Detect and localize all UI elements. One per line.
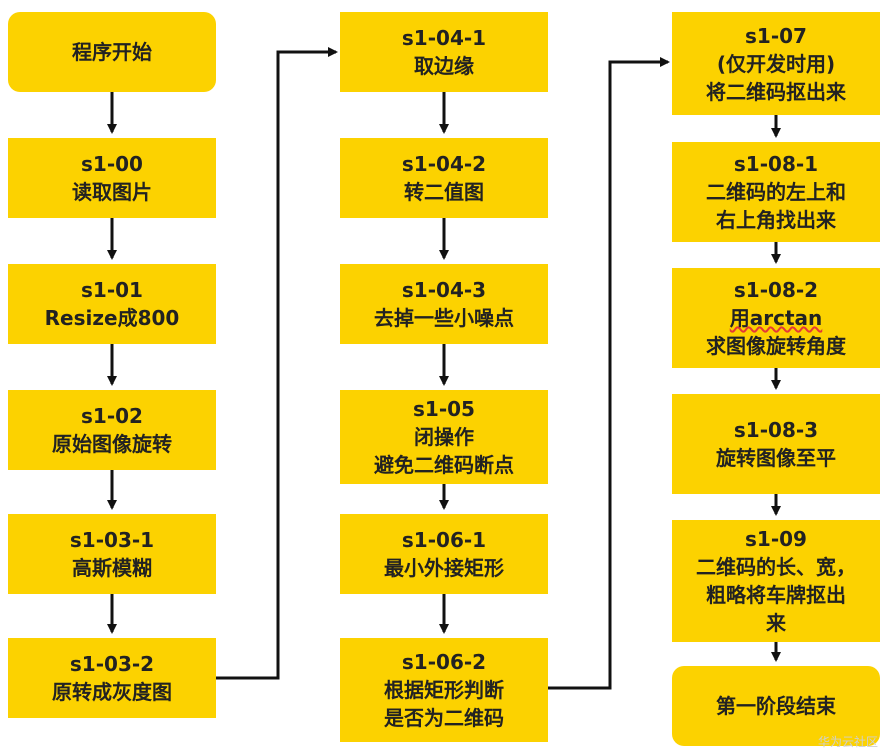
node-end-line-1: 第一阶段结束 <box>716 694 836 718</box>
node-s1-08-2: s1-08-2 用arctan 求图像旋转角度 <box>672 268 880 368</box>
node-s1-04-2-id: s1-04-2 <box>401 152 487 176</box>
node-s1-08-2-id: s1-08-2 <box>733 278 819 302</box>
node-s1-04-1-id: s1-04-1 <box>401 26 487 50</box>
node-s1-00-id: s1-00 <box>81 152 143 176</box>
node-s1-07-id: s1-07 <box>745 23 807 48</box>
node-start-line-1: 程序开始 <box>72 40 152 64</box>
node-s1-01: s1-01 Resize成800 <box>8 264 216 344</box>
node-s1-04-2-text: 转二值图 <box>404 180 484 204</box>
node-s1-02-text: 原始图像旋转 <box>52 432 172 456</box>
arrow-s1-03-2-to-s1-04-1 <box>216 47 338 680</box>
node-s1-06-2-id: s1-06-2 <box>401 650 487 674</box>
node-s1-08-2-text-2: 求图像旋转角度 <box>706 334 846 358</box>
node-s1-06-1-text: 最小外接矩形 <box>384 556 504 580</box>
node-s1-03-2: s1-03-2 原转成灰度图 <box>8 638 216 718</box>
node-s1-05-id: s1-05 <box>413 397 475 421</box>
node-s1-03-1-text: 高斯模糊 <box>72 556 152 580</box>
node-s1-06-2: s1-06-2 根据矩形判断 是否为二维码 <box>340 638 548 742</box>
arrow-s1-06-2-to-s1-07 <box>548 57 670 690</box>
node-s1-02-id: s1-02 <box>81 404 143 428</box>
node-s1-09-text-3: 来 <box>766 611 786 635</box>
node-s1-04-2: s1-04-2 转二值图 <box>340 138 548 218</box>
node-s1-04-1-text: 取边缘 <box>414 54 474 78</box>
node-s1-08-1-text-1: 二维码的左上和 <box>706 180 846 204</box>
node-s1-00-text: 读取图片 <box>72 180 152 204</box>
node-s1-04-3-id: s1-04-3 <box>401 278 487 302</box>
node-s1-09-text-2: 粗略将车牌抠出 <box>706 583 846 607</box>
node-s1-07-text-2: 将二维码抠出来 <box>706 79 846 104</box>
node-s1-04-1: s1-04-1 取边缘 <box>340 12 548 92</box>
node-s1-07: s1-07 (仅开发时用) 将二维码抠出来 <box>672 12 880 115</box>
node-s1-05-text-1: 闭操作 <box>414 425 474 449</box>
node-s1-08-1-id: s1-08-1 <box>733 152 819 176</box>
node-s1-01-text: Resize成800 <box>44 306 180 330</box>
node-s1-09: s1-09 二维码的长、宽， 粗略将车牌抠出 来 <box>672 520 880 642</box>
node-s1-08-1-text-2: 右上角找出来 <box>716 208 836 232</box>
node-s1-07-text-1: (仅开发时用) <box>716 51 836 76</box>
node-end: 第一阶段结束 <box>672 666 880 746</box>
node-s1-06-2-text-1: 根据矩形判断 <box>384 678 504 702</box>
node-s1-06-1-id: s1-06-1 <box>401 528 487 552</box>
node-s1-05: s1-05 闭操作 避免二维码断点 <box>340 390 548 484</box>
node-s1-08-2-text-1: 用arctan <box>729 306 823 330</box>
node-s1-09-text-1: 二维码的长、宽， <box>696 555 856 579</box>
node-s1-08-1: s1-08-1 二维码的左上和 右上角找出来 <box>672 142 880 242</box>
node-s1-08-3: s1-08-3 旋转图像至平 <box>672 394 880 494</box>
node-s1-06-2-text-2: 是否为二维码 <box>384 706 504 730</box>
node-s1-09-id: s1-09 <box>745 527 807 551</box>
watermark: 华为云社区 <box>817 735 878 749</box>
node-s1-06-1: s1-06-1 最小外接矩形 <box>340 514 548 594</box>
node-s1-05-text-2: 避免二维码断点 <box>374 453 514 477</box>
node-s1-03-1: s1-03-1 高斯模糊 <box>8 514 216 594</box>
node-s1-04-3: s1-04-3 去掉一些小噪点 <box>340 264 548 344</box>
node-s1-00: s1-00 读取图片 <box>8 138 216 218</box>
node-s1-03-2-text: 原转成灰度图 <box>52 680 172 704</box>
node-s1-04-3-text: 去掉一些小噪点 <box>374 306 514 330</box>
node-s1-03-1-id: s1-03-1 <box>69 528 155 552</box>
node-s1-01-id: s1-01 <box>81 278 143 302</box>
node-start: 程序开始 <box>8 12 216 92</box>
node-s1-08-3-id: s1-08-3 <box>733 418 819 442</box>
node-s1-08-3-text: 旋转图像至平 <box>716 446 836 470</box>
node-s1-03-2-id: s1-03-2 <box>69 652 155 676</box>
node-s1-02: s1-02 原始图像旋转 <box>8 390 216 470</box>
